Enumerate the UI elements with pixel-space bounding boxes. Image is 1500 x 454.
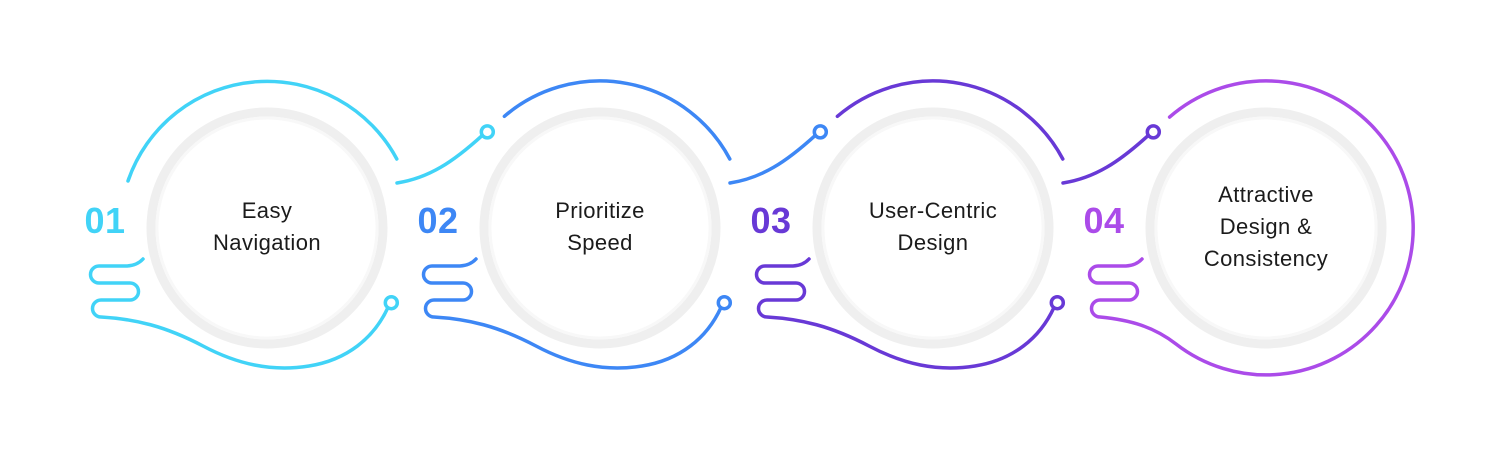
step-3-circle-frame: [812, 107, 1054, 349]
step-4-circle-frame: [1145, 107, 1387, 349]
step-3-squiggle: [754, 257, 1056, 370]
step-1-decoration: [88, 79, 496, 370]
circle-frames: [146, 107, 1387, 349]
step-3-decoration: [754, 79, 1162, 370]
step-2-decoration: [421, 79, 829, 370]
step-1-squiggle: [88, 257, 390, 370]
step-2-node-ring-icon: [716, 294, 733, 311]
step-3-node-ring-icon: [1049, 294, 1066, 311]
step-2-number: 02: [417, 200, 459, 241]
step-3-title: User-Centric Design: [868, 198, 998, 255]
step-1-link-curve: [395, 133, 485, 185]
step-4-squiggle-loop: [1087, 79, 1415, 377]
step-2-top-arc: [502, 79, 732, 161]
step-1-top-arc: [126, 79, 399, 183]
step-4-number: 04: [1083, 200, 1125, 241]
step-4-title: Attractive Design & Consistency: [1203, 182, 1329, 271]
step-2-title: Prioritize Speed: [555, 198, 645, 255]
step-1-number: 01: [84, 200, 126, 241]
circle-frame-halos: [155, 116, 1378, 340]
step-2-link-curve: [728, 133, 818, 185]
step-2-squiggle: [421, 257, 723, 370]
step-3-top-arc: [835, 79, 1065, 161]
step-1-circle-frame: [146, 107, 388, 349]
step-3-link-ring-icon: [1145, 124, 1162, 140]
step-3-link-curve: [1061, 133, 1151, 185]
step-2-circle-frame: [479, 107, 721, 349]
step-1-title: Easy Navigation: [213, 198, 321, 255]
step-3-number: 03: [750, 200, 792, 241]
step-2-link-ring-icon: [812, 124, 829, 140]
step-1-link-ring-icon: [479, 124, 496, 140]
step-1-node-ring-icon: [383, 294, 400, 311]
step-4-decoration: [1087, 79, 1415, 377]
